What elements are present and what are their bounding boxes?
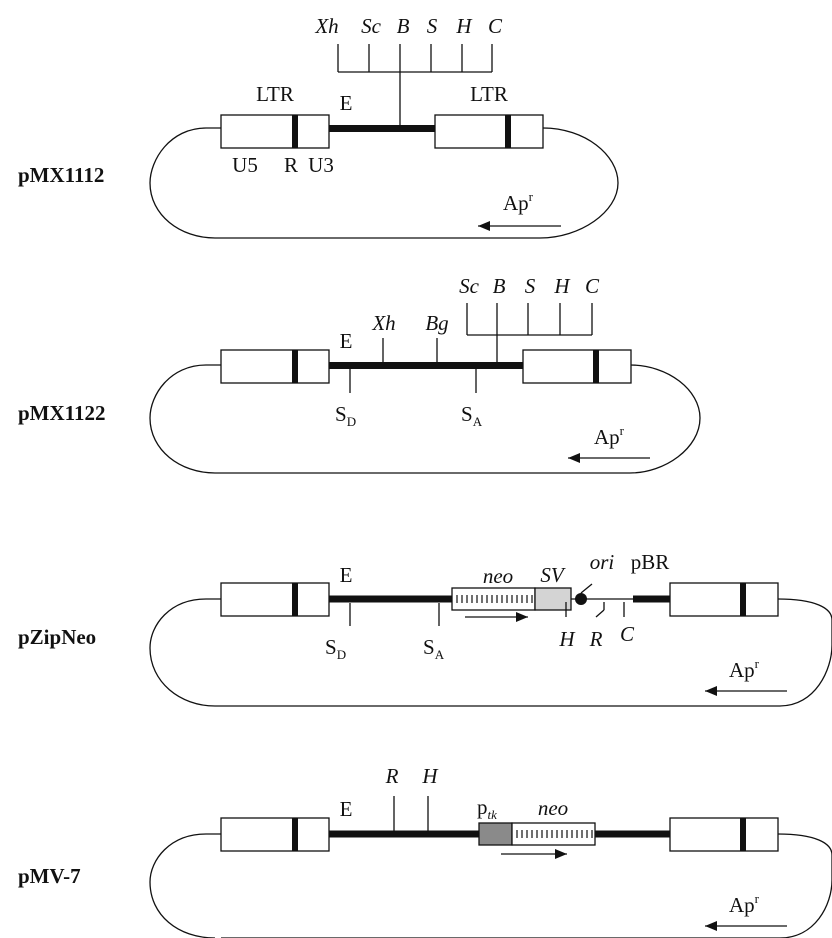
neo-hatching [456,595,533,603]
sa-label: SA [461,402,483,429]
site-label: H [558,627,576,651]
sd-label: SD [335,402,356,429]
ltr-left-r-bar [292,583,298,616]
vector-name: pZipNeo [18,625,96,649]
sv-label: SV [540,563,566,587]
ltr-left-box [220,582,330,617]
site-label: H [455,14,473,38]
neo-arrowhead-icon [555,849,567,859]
vector-pMX1122: Xh Bg Sc B S H C E SD SA pMX1122 Apr [18,274,701,474]
sd-label: SD [325,635,346,662]
vector-name: pMV-7 [18,864,81,888]
ampr-arrowhead-icon [705,686,717,696]
u5-label: U5 [232,153,258,177]
ampr-label: Apr [729,656,760,682]
u3-label: U3 [308,153,334,177]
ptk-label: ptk [477,795,497,822]
r-label: R [284,153,298,177]
ampr-arrowhead-icon [568,453,580,463]
pbr-label: pBR [631,550,670,574]
ltr-left-box [220,114,330,149]
ltr-left-r-bar [292,350,298,383]
ltr-right-r-bar [740,583,746,616]
plasmid-backbone [149,364,701,474]
enhancer-label: E [340,329,353,353]
ori-pointer [580,583,593,594]
ltr-right-r-bar [740,818,746,851]
ampr-arrowhead-icon [705,921,717,931]
site-label: S [525,274,536,298]
plasmid-backbone [149,833,832,938]
plasmid-backbone [149,598,832,707]
ltr-left-box [220,349,330,384]
site-label: C [620,622,635,646]
ori-dot [575,593,587,605]
enhancer-label: E [340,797,353,821]
site-label: R [385,764,399,788]
ltr-right-box [669,817,779,852]
vector-name: pMX1112 [18,163,104,187]
site-label: S [427,14,438,38]
ltr-left-r-bar [292,818,298,851]
site-label: H [421,764,439,788]
neo-label: neo [538,796,568,820]
site-label: C [585,274,600,298]
vector-pMX1112: Xh Sc B S H C LTR LTR E U5 R U3 pMX1112 … [18,14,619,239]
sa-label: SA [423,635,445,662]
enhancer-label: E [340,91,353,115]
site-label: Xh [371,311,395,335]
ptk-box [478,822,513,846]
ltr-right-box [434,114,544,149]
neo-hatching [516,830,593,838]
site-label: Xh [314,14,338,38]
ltr-right-label: LTR [470,82,508,106]
ltr-left-r-bar [292,115,298,148]
ampr-arrowhead-icon [478,221,490,231]
site-label: R [589,627,603,651]
enhancer-label: E [340,563,353,587]
ltr-right-r-bar [593,350,599,383]
ampr-label: Apr [503,189,534,215]
plasmid-backbone [149,127,619,239]
ampr-label: Apr [729,891,760,917]
site-tick-r-angle [595,609,605,618]
ltr-left-label: LTR [256,82,294,106]
site-label: Sc [361,14,382,38]
site-label: B [397,14,410,38]
site-label: B [493,274,506,298]
site-label: C [488,14,503,38]
site-label: Bg [425,311,448,335]
vector-pMV7: E R H ptk neo pMV-7 Apr [18,764,832,938]
ltr-right-box [669,582,779,617]
ori-label: ori [590,550,615,574]
ampr-label: Apr [594,423,625,449]
neo-arrowhead-icon [516,612,528,622]
site-label: Sc [459,274,480,298]
vector-pZipNeo: E neo SV ori pBR H R C SD SA pZipNeo Apr [18,550,832,707]
ltr-right-r-bar [505,115,511,148]
ltr-right-box [522,349,632,384]
neo-label: neo [483,564,513,588]
site-label: H [553,274,571,298]
vector-name: pMX1122 [18,401,106,425]
ltr-left-box [220,817,330,852]
